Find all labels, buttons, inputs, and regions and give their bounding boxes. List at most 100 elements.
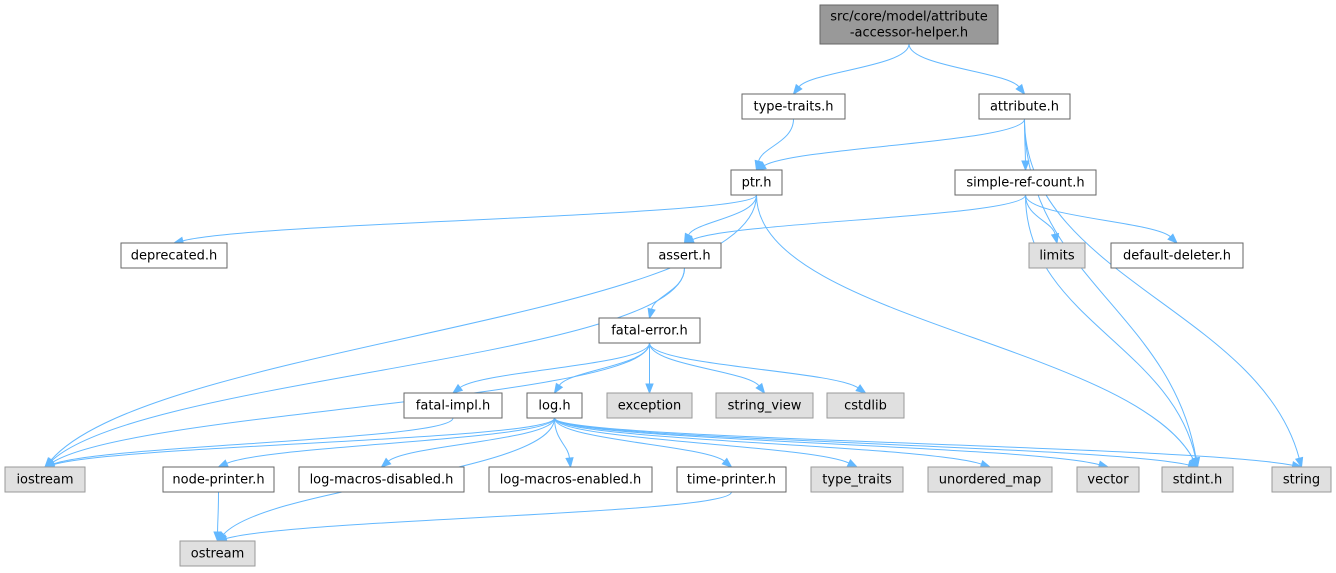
node-string-view: string_view bbox=[715, 392, 814, 419]
edge-node-printer-h-to-ostream bbox=[213, 491, 222, 543]
node-box bbox=[1271, 466, 1332, 493]
edge-attribute-h-to-ptr-h bbox=[755, 118, 1025, 171]
edge-simple-ref-count-h-to-limits bbox=[1025, 194, 1060, 245]
node-iostream: iostream bbox=[4, 466, 86, 493]
node-label: cstdlib bbox=[844, 399, 887, 414]
node-box bbox=[676, 466, 787, 493]
edge-fatal-impl-h-to-iostream bbox=[43, 417, 454, 468]
edge-log-h-to-log-macros-disabled-h bbox=[380, 417, 555, 468]
node-unordered-map: unordered_map bbox=[927, 466, 1053, 493]
node-label: src/core/model/attribute bbox=[830, 10, 987, 25]
node-deprecated-h[interactable]: deprecated.h bbox=[120, 242, 228, 269]
edge-simple-ref-count-h-to-default-deleter-h bbox=[1025, 194, 1178, 244]
node-box bbox=[810, 466, 904, 493]
node-box bbox=[1161, 466, 1234, 493]
node-label: deprecated.h bbox=[131, 249, 217, 264]
node-box bbox=[1028, 242, 1086, 269]
edge-ptr-h-to-deprecated-h bbox=[172, 194, 757, 245]
edge-log-h-to-unordered-map bbox=[554, 417, 992, 468]
node-label: vector bbox=[1087, 473, 1129, 488]
node-log-macros-enabled-h[interactable]: log-macros-enabled.h bbox=[488, 466, 653, 493]
node-box bbox=[526, 392, 583, 419]
node-assert-h[interactable]: assert.h bbox=[647, 242, 722, 269]
node-type-traits-h[interactable]: type-traits.h bbox=[741, 93, 846, 120]
node-box bbox=[819, 4, 999, 45]
edge-fatal-error-h-to-string-view bbox=[649, 342, 766, 395]
node-box bbox=[298, 466, 465, 493]
node-box bbox=[826, 392, 905, 419]
node-label: stdint.h bbox=[1173, 473, 1222, 488]
node-box bbox=[730, 169, 783, 196]
node-box bbox=[1076, 466, 1140, 493]
edge-ptr-h-to-stdint-h bbox=[756, 194, 1199, 469]
edge-log-h-to-stdint-h bbox=[554, 417, 1199, 470]
edge-assert-h-to-fatal-error-h bbox=[647, 267, 685, 320]
node-box bbox=[741, 93, 846, 120]
node-box bbox=[606, 392, 693, 419]
node-box bbox=[179, 540, 256, 567]
node-label: log-macros-enabled.h bbox=[500, 473, 641, 488]
node-label: string bbox=[1283, 473, 1320, 488]
node-ptr-h[interactable]: ptr.h bbox=[730, 169, 783, 196]
header-nodes: src/core/model/attribute-accessor-helper… bbox=[4, 4, 1332, 567]
node-ostream: ostream bbox=[179, 540, 256, 567]
node-box bbox=[4, 466, 86, 493]
edge-time-printer-h-to-ostream bbox=[216, 491, 732, 543]
node-box bbox=[120, 242, 228, 269]
node-label: log.h bbox=[538, 399, 570, 414]
edge-log-h-to-iostream bbox=[43, 417, 555, 469]
node-box bbox=[954, 169, 1097, 196]
node-log-h[interactable]: log.h bbox=[526, 392, 583, 419]
node-label: time-printer.h bbox=[687, 473, 776, 488]
edge-ptr-h-to-assert-h bbox=[683, 194, 757, 245]
edge-log-h-to-time-printer-h bbox=[554, 417, 733, 468]
node-label: iostream bbox=[16, 473, 73, 488]
node-label: fatal-error.h bbox=[611, 324, 688, 339]
node-label: type-traits.h bbox=[754, 100, 834, 115]
node-label: limits bbox=[1039, 249, 1075, 264]
node-box bbox=[647, 242, 722, 269]
node-log-macros-disabled-h[interactable]: log-macros-disabled.h bbox=[298, 466, 465, 493]
node-simple-ref-count-h[interactable]: simple-ref-count.h bbox=[954, 169, 1097, 196]
node-box bbox=[162, 466, 275, 493]
edge-root-to-attribute-h bbox=[908, 43, 1026, 96]
node-label: simple-ref-count.h bbox=[966, 176, 1084, 191]
node-label: log-macros-disabled.h bbox=[310, 473, 454, 488]
edge-fatal-error-h-to-cstdlib bbox=[649, 342, 867, 394]
node-node-printer-h[interactable]: node-printer.h bbox=[162, 466, 275, 493]
node-type-traits: type_traits bbox=[810, 466, 904, 493]
node-time-printer-h[interactable]: time-printer.h bbox=[676, 466, 787, 493]
edge-fatal-error-h-to-log-h bbox=[553, 342, 650, 395]
node-label: type_traits bbox=[822, 473, 892, 488]
node-exception: exception bbox=[606, 392, 693, 419]
node-label: unordered_map bbox=[939, 473, 1042, 488]
dependency-edges bbox=[43, 43, 1304, 543]
edge-log-h-to-log-macros-enabled-h bbox=[554, 417, 574, 469]
node-attribute-h[interactable]: attribute.h bbox=[978, 93, 1071, 120]
node-cstdlib: cstdlib bbox=[826, 392, 905, 419]
node-vector: vector bbox=[1076, 466, 1140, 493]
node-box bbox=[598, 317, 701, 344]
node-label: ptr.h bbox=[742, 176, 772, 191]
node-string: string bbox=[1271, 466, 1332, 493]
edge-simple-ref-count-h-to-stdint-h bbox=[1025, 194, 1200, 469]
node-label: attribute.h bbox=[990, 100, 1059, 115]
edge-type-traits-h-to-ptr-h bbox=[754, 118, 794, 172]
node-box bbox=[715, 392, 814, 419]
node-root: src/core/model/attribute-accessor-helper… bbox=[819, 4, 999, 45]
node-label: default-deleter.h bbox=[1123, 249, 1231, 264]
node-label: assert.h bbox=[658, 249, 710, 264]
node-label: node-printer.h bbox=[172, 473, 264, 488]
node-label: fatal-impl.h bbox=[416, 399, 490, 414]
node-box bbox=[403, 392, 503, 419]
node-default-deleter-h[interactable]: default-deleter.h bbox=[1110, 242, 1244, 269]
edge-fatal-error-h-to-fatal-impl-h bbox=[451, 342, 650, 394]
node-fatal-error-h[interactable]: fatal-error.h bbox=[598, 317, 701, 344]
node-stdint-h: stdint.h bbox=[1161, 466, 1234, 493]
node-label: -accessor-helper.h bbox=[850, 26, 968, 41]
edge-root-to-type-traits-h bbox=[792, 43, 910, 96]
edge-fatal-error-h-to-exception bbox=[645, 343, 654, 395]
node-fatal-impl-h[interactable]: fatal-impl.h bbox=[403, 392, 503, 419]
node-box bbox=[1110, 242, 1244, 269]
